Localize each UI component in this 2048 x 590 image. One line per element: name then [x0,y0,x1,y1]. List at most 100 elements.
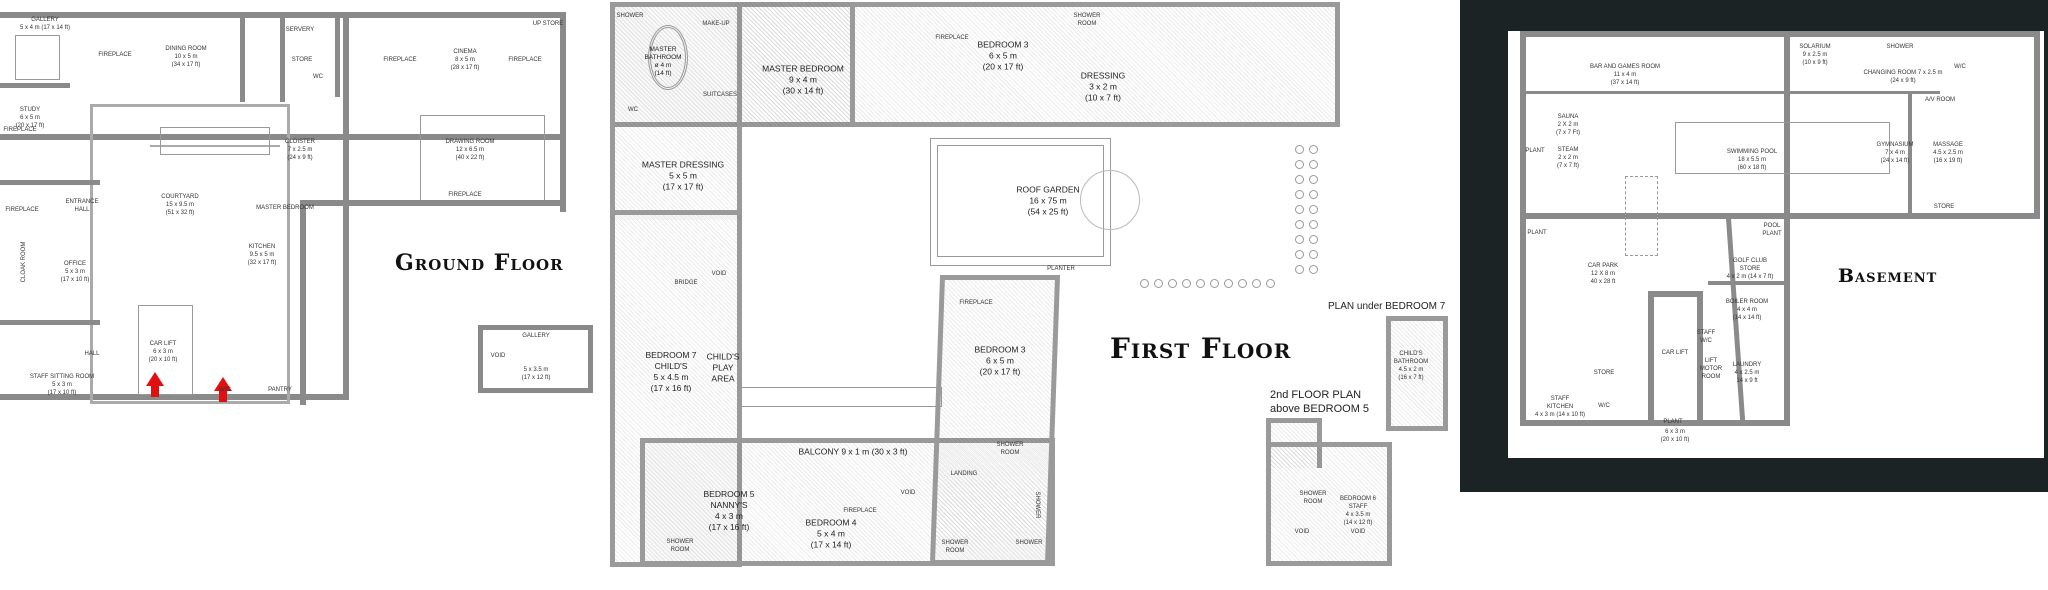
fireplace-label: FIREPLACE [508,57,542,63]
room-label: W/C [219,387,231,393]
plan-under-title: PLAN under BEDROOM 7 [1328,301,1446,312]
fireplace-label: FIREPLACE [383,57,417,63]
fireplace-label: FIREPLACE [448,192,482,198]
wall [640,438,1055,566]
fireplace-label: FIREPLACE [3,127,37,133]
planter-tree-icon [1210,279,1219,288]
gallery-plan [478,325,593,393]
courtyard-wall [90,104,290,404]
room-label: VOID [900,490,916,496]
room-label: SHOWER [1886,44,1914,50]
room-label: A/V ROOM [1924,97,1956,103]
room-label: MAKE-UP [702,21,730,27]
room-label: PLANTER [1047,266,1075,272]
room-label: CAR LIFT [1661,350,1689,356]
car-lift-outline [138,305,193,395]
planter-tree-icon [1309,145,1318,154]
room-label: VOID [1294,529,1310,535]
planter-tree-icon [1295,235,1304,244]
planter-tree-icon [1266,279,1275,288]
entrance-arrow-icon [214,377,232,402]
childs-bathroom-plan [1386,316,1448,431]
room-label: SHOWER [1015,540,1043,546]
room-label: 5 x 3.5 m(17 x 12 ft) [521,367,551,381]
planter-tree-icon [1168,279,1177,288]
wall [1708,281,1788,285]
wall [1520,91,1940,94]
room-label: STORE [291,57,313,63]
planter-tree-icon [1309,190,1318,199]
wall [300,200,306,405]
room-label: 6 x 3 m(20 x 10 ft) [1660,429,1690,443]
courtyard-feature [160,127,270,155]
roof-garden-circle [1080,170,1140,230]
room-label: SUITCASES [702,92,738,98]
room-label: CHANGING ROOM 7 x 2.5 m(24 x 9 ft) [1863,70,1943,84]
wall [240,12,245,102]
wall [560,12,566,212]
room-label: SERVERY [285,27,315,33]
entrance-arrow-icon [146,372,164,397]
floor-title: Ground Floor [395,250,564,276]
planter-tree-icon [1295,190,1304,199]
second-floor-plan [1266,442,1392,566]
planter-tree-icon [1309,175,1318,184]
room-label: W/C [1598,403,1610,409]
wall [0,12,349,400]
planter-tree-icon [1295,220,1304,229]
planter-tree-icon [1295,160,1304,169]
room-label: LANDING [950,471,978,477]
wall [610,2,1340,127]
room-label: PLANT [1525,148,1545,154]
room-label: VOID [711,271,727,277]
room-label: WC [313,74,323,80]
wall [0,83,70,88]
wall [0,180,100,185]
room-label: BALCONY 9 x 1 m (30 x 3 ft) [798,446,908,457]
fireplace-label: FIREPLACE [935,35,969,41]
planter-tree-icon [1295,250,1304,259]
room-label: PLANT [1527,230,1547,236]
planter-tree-icon [1309,250,1318,259]
wall [335,12,340,97]
wall [0,320,100,325]
room-label: BRIDGE [674,280,698,286]
fireplace-label: FIREPLACE [98,52,132,58]
room-label: STORE [1593,370,1615,376]
wall [735,2,855,127]
planter-tree-icon [1295,145,1304,154]
planter-tree-icon [1309,265,1318,274]
planter-tree-icon [1140,279,1149,288]
gallery-stairs [15,35,60,80]
planter-tree-icon [1196,279,1205,288]
wall [1908,91,1912,219]
